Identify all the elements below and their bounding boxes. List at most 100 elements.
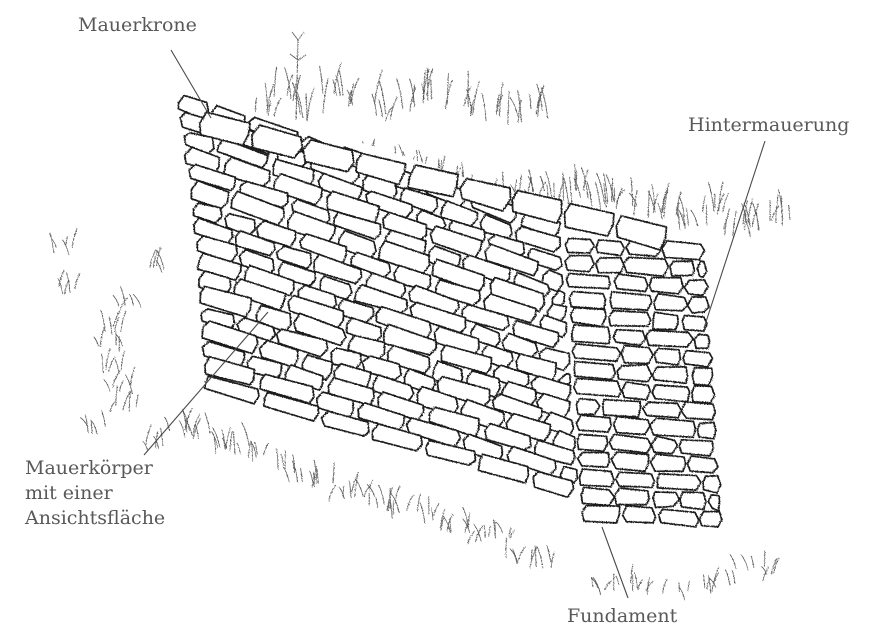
wall-stone	[652, 365, 688, 384]
grass-blade	[462, 507, 468, 528]
grass-blade	[300, 468, 302, 482]
grass-blade	[267, 84, 274, 112]
mauerkrone-text: Mauerkrone	[78, 13, 197, 38]
grass-blade	[406, 495, 413, 512]
grass-blade	[741, 555, 748, 571]
leader-line-backing	[704, 141, 765, 328]
grass-blade	[101, 410, 105, 426]
grass-blade	[66, 236, 68, 246]
grass-blade	[66, 273, 70, 293]
grass-blade	[397, 78, 403, 108]
grass-blade	[106, 348, 110, 369]
wall-stone	[595, 256, 624, 275]
wall-stone	[682, 315, 708, 331]
wall-stone	[581, 487, 615, 505]
wall-stone	[683, 350, 713, 367]
grass-blade	[136, 395, 138, 407]
grass-blade	[285, 68, 291, 99]
wall-stone	[652, 385, 690, 402]
wall-stone	[661, 241, 705, 261]
wall-stone	[621, 345, 654, 364]
hintermauerung-text: Hintermauerung	[688, 113, 849, 138]
grass-blade	[489, 526, 491, 536]
grass-blade	[484, 525, 485, 538]
wall-stone	[571, 325, 610, 344]
grass-blade	[574, 178, 581, 198]
grass-blade	[121, 311, 126, 332]
grass-blade	[732, 570, 735, 583]
grass-blade	[193, 414, 200, 434]
grass-blade	[113, 311, 120, 327]
grass-blade	[431, 508, 433, 521]
wall-stone	[645, 329, 693, 348]
wall-stone	[576, 415, 612, 433]
grass-blade	[597, 173, 605, 204]
grass-blade	[563, 173, 564, 202]
grass-blade	[447, 73, 448, 104]
grass-blade	[751, 556, 753, 568]
grass-blade	[237, 443, 240, 454]
grass-blade	[110, 402, 115, 412]
grass-blade	[445, 80, 452, 109]
grass-blade	[121, 351, 124, 370]
grass-blade	[294, 465, 298, 482]
grass-blade	[160, 428, 162, 446]
grass-blade	[569, 177, 571, 203]
grass-blade	[101, 310, 105, 331]
grass-blade	[496, 522, 503, 533]
grass-blade	[518, 546, 525, 560]
grass-blade	[748, 199, 753, 224]
grass-blade	[781, 196, 782, 226]
grass-blade	[434, 504, 439, 516]
grass-blade	[686, 208, 688, 226]
wall-stone	[694, 334, 710, 349]
grass-blade	[50, 232, 54, 253]
grass-blade	[583, 170, 588, 191]
wall-stone	[611, 452, 650, 472]
grass-blade	[605, 581, 612, 590]
grass-blade	[274, 67, 276, 97]
wall-stone	[617, 363, 653, 382]
grass-blade	[537, 546, 543, 568]
wall-stone	[613, 416, 650, 435]
grass-blade	[663, 579, 668, 594]
grass-blade	[104, 380, 110, 392]
wall-stone	[684, 278, 708, 295]
grass-blade	[349, 481, 351, 498]
grass-blade	[116, 386, 118, 406]
wall-stone	[579, 469, 615, 487]
wall-stone	[692, 367, 713, 386]
wall-stone	[566, 273, 611, 289]
grass-blade	[62, 240, 68, 255]
wall-stone	[697, 421, 716, 439]
grass-blade	[631, 178, 633, 206]
wall-stone	[602, 399, 641, 417]
grass-blade	[540, 176, 544, 191]
wall-stone	[569, 291, 606, 309]
grass-blade	[508, 91, 509, 124]
grass-blade	[92, 422, 97, 435]
wall-stone	[702, 475, 721, 493]
grass-blade	[65, 280, 69, 294]
wall-stone	[679, 491, 706, 510]
wall-stone	[679, 439, 714, 456]
grass-blade	[512, 548, 516, 564]
grass-blade	[482, 94, 486, 121]
wall-stone	[564, 254, 594, 272]
wall-stone	[691, 385, 715, 403]
grass-blade	[274, 98, 281, 117]
wall-stone	[596, 240, 625, 256]
grass-blade	[510, 549, 518, 563]
mauerkoerper-line3: Ansichtsfläche	[25, 506, 165, 531]
mauerkoerper-line2: mit einer	[25, 481, 165, 506]
grass-blade	[473, 81, 479, 113]
grass-blade	[93, 336, 98, 346]
grass-blade	[230, 432, 232, 451]
grass-blade	[590, 191, 592, 206]
wall-stone	[650, 454, 686, 473]
grass-blade	[265, 83, 267, 110]
grass-blade	[379, 99, 383, 117]
grass-blade	[72, 229, 77, 248]
grass-blade	[205, 413, 210, 434]
grass-blade	[213, 428, 220, 447]
